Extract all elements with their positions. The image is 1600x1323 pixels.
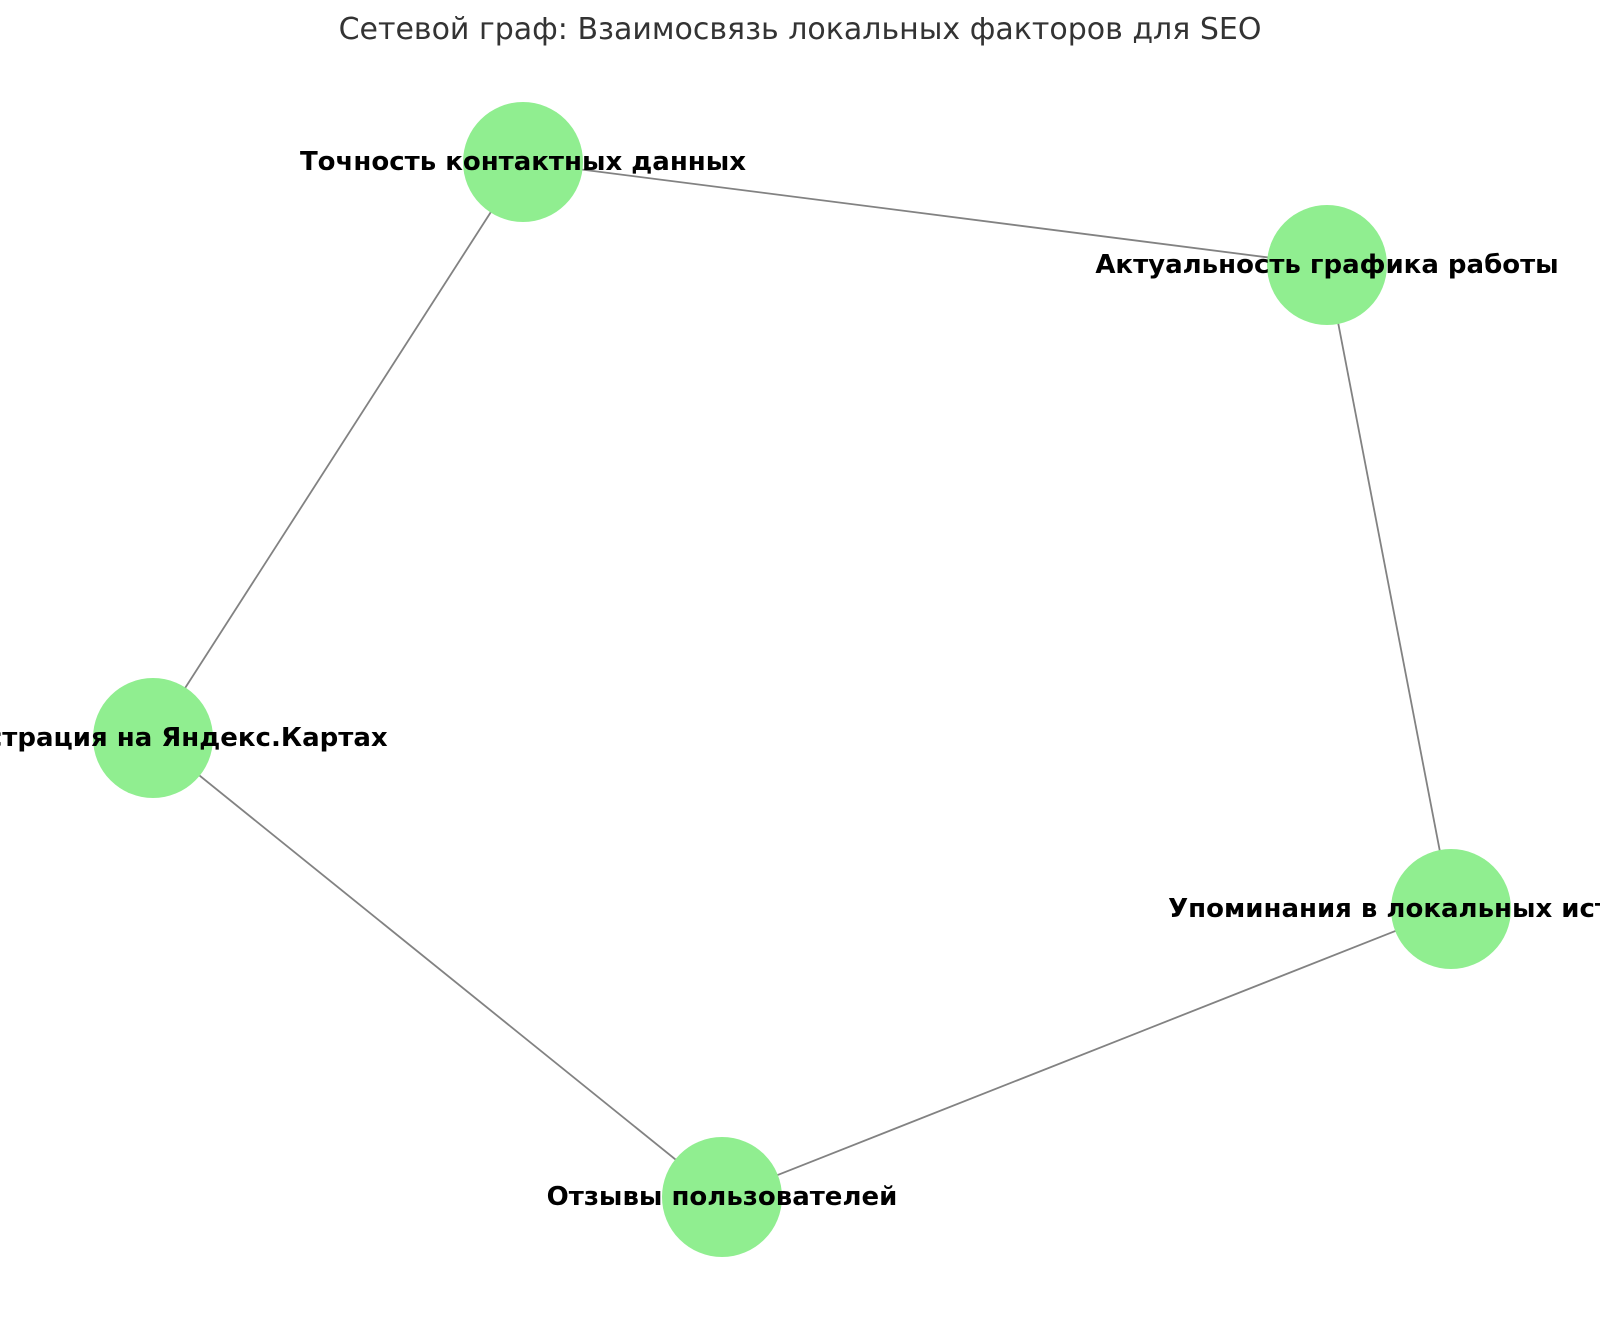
graph-node-contact-data-accuracy: [463, 102, 583, 222]
node-label-contact-data-accuracy: Точность контактных данных: [299, 147, 747, 177]
graph-edge-yandex-maps-registration--contact-data-accuracy: [152, 161, 524, 739]
graph-node-work-schedule-freshness: [1267, 205, 1387, 325]
node-label-yandex-maps-registration: Регистрация на Яндекс.Картах: [0, 723, 388, 753]
graph-node-user-reviews: [662, 1137, 782, 1257]
node-label-user-reviews: Отзывы пользователей: [546, 1182, 898, 1212]
graph-edge-user-reviews--yandex-maps-registration: [152, 737, 723, 1198]
chart-title: Сетевой граф: Взаимосвязь локальных факт…: [338, 12, 1262, 47]
graph-edge-work-schedule-freshness--local-sources-mentions: [1326, 264, 1452, 910]
graph-node-yandex-maps-registration: [93, 678, 213, 798]
graph-edge-contact-data-accuracy--work-schedule-freshness: [522, 161, 1328, 266]
node-label-local-sources-mentions: Упоминания в локальных источниках: [1168, 894, 1600, 924]
graph-edge-local-sources-mentions--user-reviews: [721, 908, 1452, 1198]
graph-node-local-sources-mentions: [1391, 849, 1511, 969]
node-label-work-schedule-freshness: Актуальность графика работы: [1095, 250, 1559, 280]
